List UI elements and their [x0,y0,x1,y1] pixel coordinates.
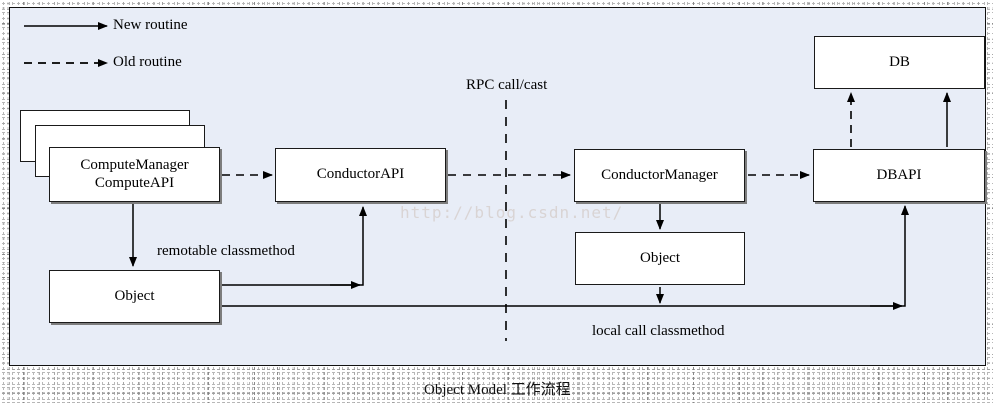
node-conductor-api-label: ConductorAPI [316,166,405,183]
node-conductor-manager-label: ConductorManager [601,166,718,183]
node-conductor-manager[interactable]: ConductorManager [574,149,745,202]
node-compute-manager-api-label: ComputeManager ComputeAPI [80,157,189,191]
remotable-classmethod-label: remotable classmethod [157,243,295,259]
legend-old-routine-label: Old routine [113,54,182,70]
node-object-right-label: Object [640,249,680,266]
rpc-boundary-label: RPC call/cast [466,77,548,93]
local-call-classmethod-label: local call classmethod [592,323,725,339]
node-conductor-api[interactable]: ConductorAPI [275,148,446,202]
node-object-left[interactable]: Object [49,270,220,323]
node-dbapi-label: DBAPI [876,166,922,183]
node-dbapi[interactable]: DBAPI [813,149,985,202]
watermark-text: http://blog.csdn.net/ [400,203,624,222]
node-object-left-label: Object [114,287,155,304]
diagram-caption: Object Model 工作流程 [424,382,571,398]
node-compute-manager-api[interactable]: ComputeManager ComputeAPI [49,147,220,202]
node-object-right[interactable]: Object [575,232,745,285]
legend-new-routine-label: New routine [113,17,188,33]
node-db-label: DB [889,53,910,70]
node-db[interactable]: DB [814,36,985,89]
